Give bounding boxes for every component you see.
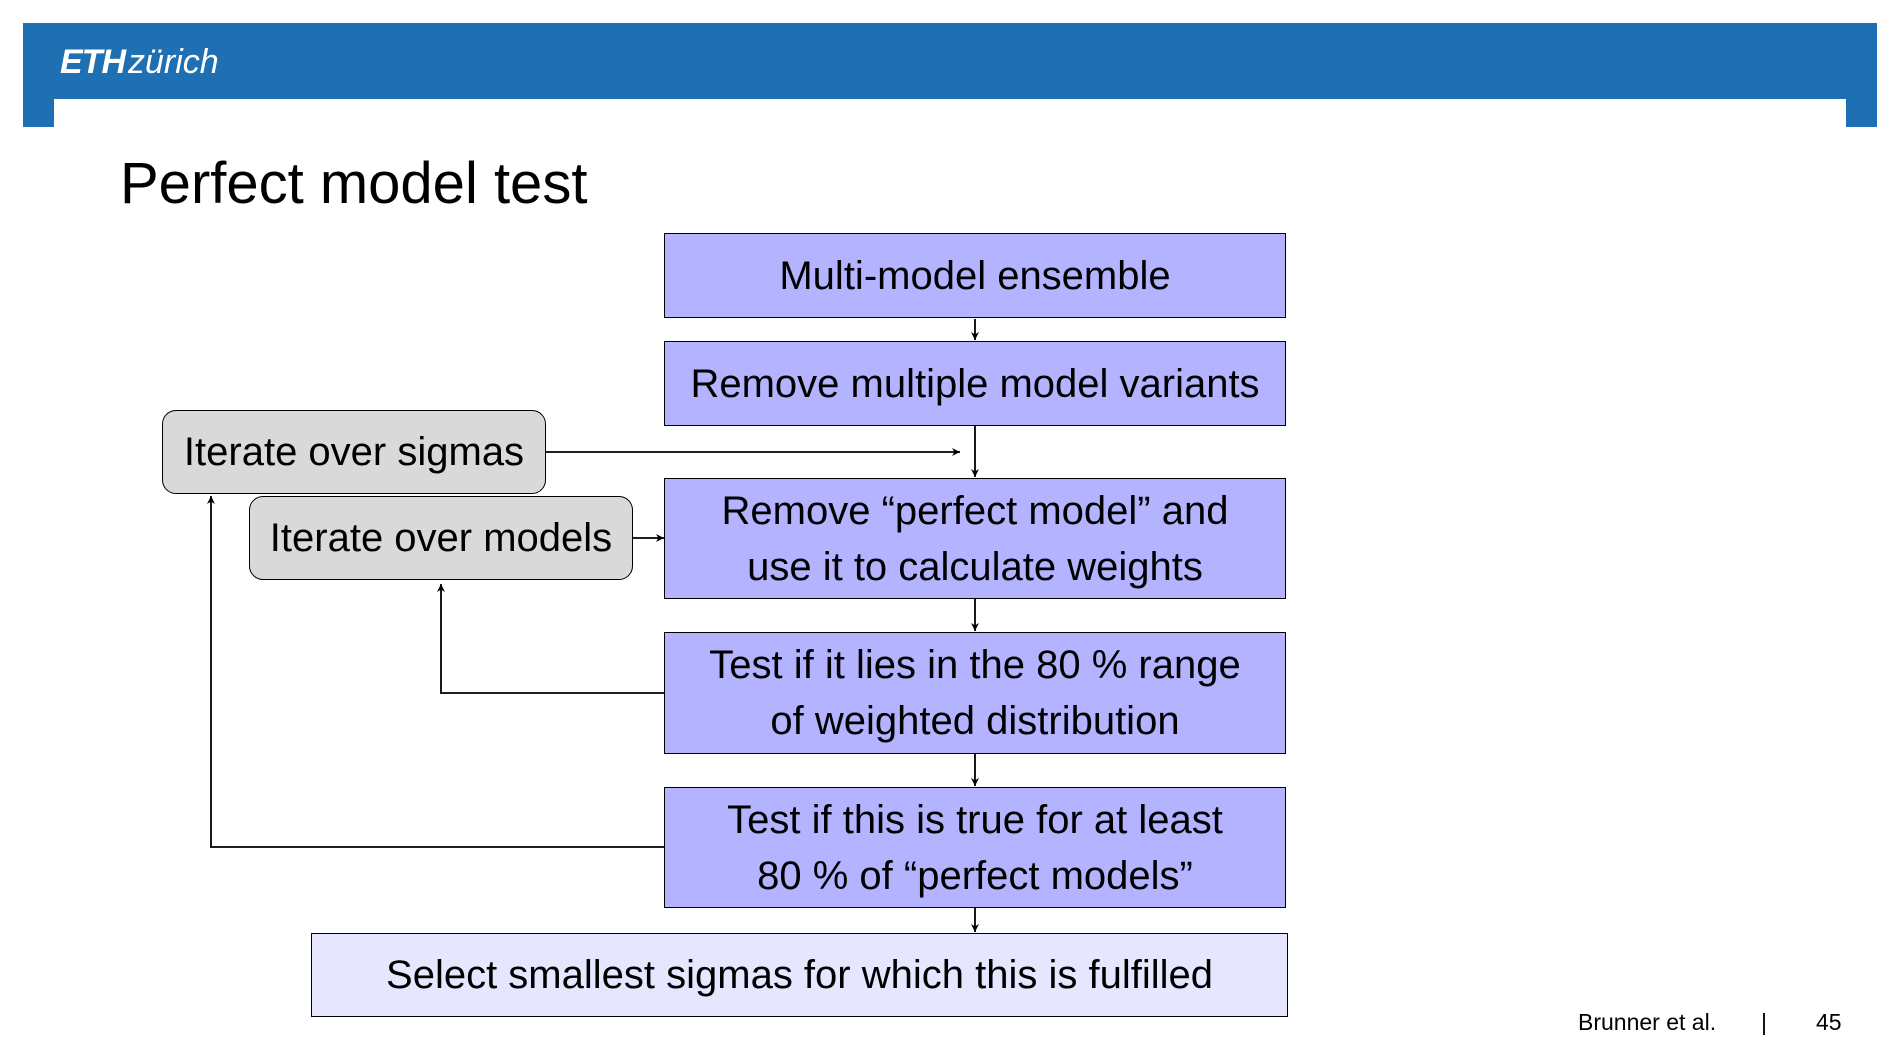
node-select-sigmas-label: Select smallest sigmas for which this is… (386, 953, 1213, 997)
node-multi-model-ensemble: Multi-model ensemble (664, 233, 1286, 318)
node-select-sigmas: Select smallest sigmas for which this is… (311, 933, 1288, 1017)
header-right-tab (1846, 99, 1877, 127)
header-left-tab (23, 99, 54, 127)
node-test-range-label: Test if it lies in the 80 % range of wei… (709, 643, 1241, 743)
node-test-true-label: Test if this is true for at least 80 % o… (727, 797, 1223, 898)
node-remove-variants: Remove multiple model variants (664, 341, 1286, 426)
logo-zurich-text: zürich (128, 43, 219, 81)
footer-separator: | (1761, 1009, 1767, 1035)
node-test-true: Test if this is true for at least 80 % o… (664, 787, 1286, 908)
node-remove-perfect-model-label: Remove “perfect model” and use it to cal… (721, 488, 1229, 589)
node-iterate-models: Iterate over models (249, 496, 633, 580)
eth-logo: ETHzürich (60, 40, 219, 84)
loop-arrow-to-models (437, 584, 664, 694)
page-title: Perfect model test (120, 151, 588, 216)
node-remove-perfect-model: Remove “perfect model” and use it to cal… (664, 478, 1286, 599)
node-remove-variants-label: Remove multiple model variants (690, 361, 1260, 406)
node-test-range: Test if it lies in the 80 % range of wei… (664, 632, 1286, 754)
loop-arrow-to-sigmas (207, 496, 664, 848)
node-multi-model-ensemble-label: Multi-model ensemble (779, 253, 1171, 298)
page-number: 45 (1816, 1009, 1842, 1035)
node-iterate-models-label: Iterate over models (269, 516, 613, 560)
logo-eth-text: ETH (60, 43, 126, 81)
node-iterate-sigmas-label: Iterate over sigmas (183, 430, 525, 474)
header-bar (23, 23, 1877, 99)
footer-author: Brunner et al. (1578, 1009, 1717, 1035)
node-iterate-sigmas: Iterate over sigmas (162, 410, 546, 494)
